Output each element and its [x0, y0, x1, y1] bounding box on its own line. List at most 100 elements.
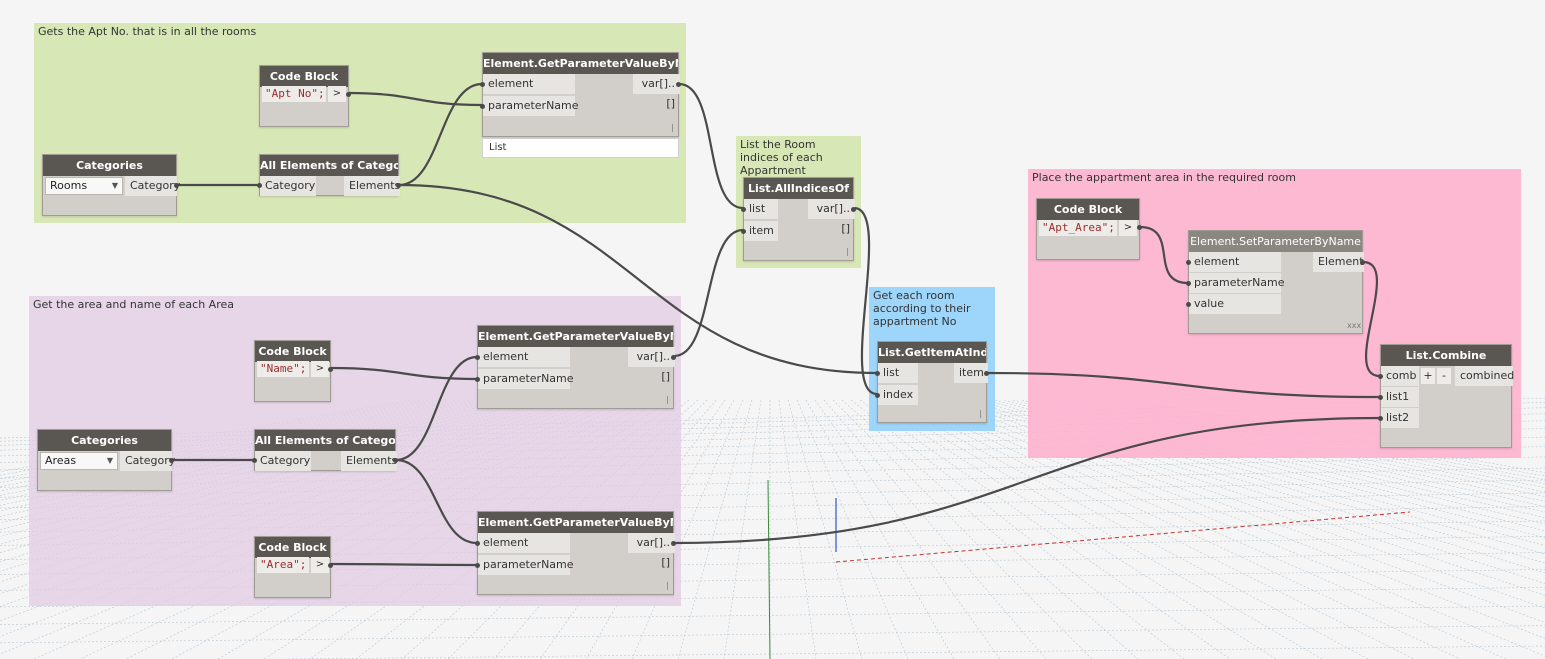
output-port-var[interactable]: var[]..[]	[633, 74, 680, 110]
input-dot[interactable]	[1186, 302, 1191, 307]
input-dot[interactable]	[475, 355, 480, 360]
output-dot[interactable]	[346, 92, 351, 97]
output-dot[interactable]	[676, 82, 681, 87]
categories-rooms-node[interactable]: Categories Rooms ▼ Category	[42, 154, 180, 216]
get-param-apt-node[interactable]: Element.GetParameterValueByName element …	[480, 52, 681, 137]
category-dropdown[interactable]: Rooms ▼	[45, 177, 123, 195]
input-port-element[interactable]: element	[478, 533, 570, 553]
grid-line	[832, 399, 1093, 659]
input-port-parametername[interactable]: parameterName	[478, 555, 574, 575]
input-dot[interactable]	[1378, 395, 1383, 400]
code-block-name-node[interactable]: Code Block "Name"; >	[254, 340, 333, 402]
get-param-area-node[interactable]: Element.GetParameterValueByName element …	[475, 511, 676, 595]
input-dot[interactable]	[475, 377, 480, 382]
output-port-category[interactable]: Category	[125, 176, 180, 196]
output-dot[interactable]	[169, 458, 174, 463]
grid-line	[787, 399, 863, 659]
output-port-var[interactable]: var[]..[]	[808, 199, 855, 235]
output-dot[interactable]	[671, 541, 676, 546]
output-port-var[interactable]: var[]..[]	[628, 347, 675, 383]
input-port-item[interactable]: item	[744, 221, 778, 241]
grid-line	[539, 399, 726, 659]
input-dot[interactable]	[741, 207, 746, 212]
output-port-item[interactable]: item	[954, 363, 988, 383]
list-combine-node[interactable]: List.Combine comb + - list1 list2 combin…	[1378, 344, 1514, 448]
output-port-elements[interactable]: Elements	[341, 451, 397, 471]
output-port[interactable]: >	[311, 361, 329, 377]
input-port-element[interactable]: element	[478, 347, 570, 367]
output-dot[interactable]	[174, 183, 179, 188]
preview-bubble[interactable]: List	[482, 138, 679, 158]
input-port-list2[interactable]: list2	[1381, 408, 1419, 428]
code-block-text[interactable]: "Name";	[257, 361, 309, 377]
output-port-element[interactable]: Element	[1313, 252, 1364, 272]
input-port-element[interactable]: element	[483, 74, 575, 94]
code-block-apt-no-node[interactable]: Code Block "Apt No"; >	[259, 65, 351, 127]
list-get-item-at-index-node[interactable]: List.GetItemAtIndex list index item |	[875, 341, 989, 423]
output-dot[interactable]	[328, 367, 333, 372]
output-port[interactable]: >	[328, 86, 346, 102]
category-dropdown[interactable]: Areas ▼	[40, 452, 118, 470]
input-dot[interactable]	[875, 393, 880, 398]
grid-line	[631, 399, 744, 659]
input-port-list1[interactable]: list1	[1381, 387, 1419, 407]
all-elements-areas-node[interactable]: All Elements of Category Category Elemen…	[252, 429, 398, 471]
input-dot[interactable]	[252, 458, 257, 463]
input-dot[interactable]	[475, 541, 480, 546]
code-block-text[interactable]: "Apt_Area";	[1039, 220, 1117, 236]
output-dot[interactable]	[671, 355, 676, 360]
input-dot[interactable]	[480, 82, 485, 87]
lacing-indicator: |	[666, 581, 669, 590]
input-dot[interactable]	[1378, 416, 1383, 421]
input-dot[interactable]	[1186, 281, 1191, 286]
code-block-text[interactable]: "Area";	[257, 557, 309, 573]
input-port-element[interactable]: element	[1189, 252, 1281, 272]
output-port[interactable]: >	[311, 557, 329, 573]
input-port-category[interactable]: Category	[255, 451, 311, 471]
lacing-indicator: |	[846, 247, 849, 256]
input-port-index[interactable]: index	[878, 385, 918, 405]
set-param-node[interactable]: Element.SetParameterByName element param…	[1186, 230, 1365, 334]
output-dot[interactable]	[393, 458, 398, 463]
input-dot[interactable]	[1378, 374, 1383, 379]
input-dot[interactable]	[875, 371, 880, 376]
input-port-value[interactable]: value	[1189, 294, 1281, 314]
output-dot[interactable]	[851, 207, 856, 212]
output-dot[interactable]	[984, 371, 989, 376]
remove-input-button[interactable]: -	[1437, 368, 1451, 384]
list-all-indices-of-node[interactable]: List.AllIndicesOf list item var[]..[] |	[741, 177, 856, 261]
input-port-comb[interactable]: comb	[1381, 366, 1419, 386]
input-dot[interactable]	[1186, 260, 1191, 265]
grid-line	[931, 399, 1545, 639]
input-port-list[interactable]: list	[878, 363, 918, 383]
categories-areas-node[interactable]: Categories Areas ▼ Category	[37, 429, 175, 491]
dropdown-value: Rooms	[50, 179, 88, 192]
code-block-text[interactable]: "Apt No";	[262, 86, 326, 102]
input-port-category[interactable]: Category	[260, 176, 316, 196]
output-port-var[interactable]: var[]..[]	[628, 533, 675, 569]
output-port-category[interactable]: Category	[120, 451, 175, 471]
input-port-list[interactable]: list	[744, 199, 778, 219]
get-param-name-node[interactable]: Element.GetParameterValueByName element …	[475, 325, 676, 409]
code-block-area-node[interactable]: Code Block "Area"; >	[254, 536, 333, 598]
output-dot[interactable]	[1360, 260, 1365, 265]
output-port[interactable]: >	[1119, 220, 1137, 236]
output-dot[interactable]	[328, 563, 333, 568]
output-dot[interactable]	[1137, 225, 1142, 230]
code-block-apt-area-node[interactable]: Code Block "Apt_Area"; >	[1036, 198, 1142, 260]
input-dot[interactable]	[257, 183, 262, 188]
all-elements-rooms-node[interactable]: All Elements of Category Category Elemen…	[257, 154, 401, 196]
add-input-button[interactable]: +	[1421, 368, 1435, 384]
input-dot[interactable]	[741, 229, 746, 234]
input-port-parametername[interactable]: parameterName	[483, 96, 579, 116]
node-title: All Elements of Category	[260, 155, 398, 176]
node-title: List.GetItemAtIndex	[878, 342, 986, 363]
output-port-elements[interactable]: Elements	[344, 176, 400, 196]
output-dot[interactable]	[396, 183, 401, 188]
output-port-combined[interactable]: combined	[1455, 366, 1514, 386]
input-dot[interactable]	[475, 563, 480, 568]
input-port-parametername[interactable]: parameterName	[1189, 273, 1285, 293]
input-dot[interactable]	[480, 104, 485, 109]
input-port-parametername[interactable]: parameterName	[478, 369, 574, 389]
